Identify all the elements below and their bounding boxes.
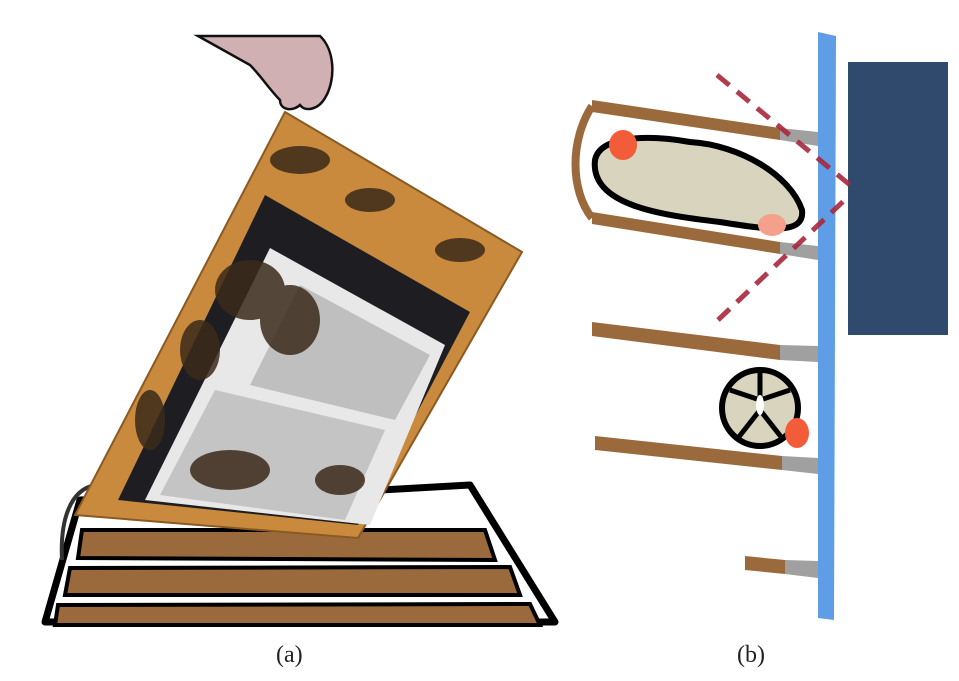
caption-b: (b) (737, 642, 765, 668)
marker-dot (609, 130, 637, 160)
glass-pane (818, 32, 836, 620)
panel-b-diagram (571, 32, 948, 620)
hive-slat (75, 528, 498, 563)
hive-slat (62, 564, 523, 597)
cell-wall (592, 322, 780, 360)
cell-base (571, 103, 596, 221)
larva-icon (719, 367, 801, 449)
caption-a: (a) (276, 642, 303, 668)
marker-dot (785, 418, 809, 448)
cell-wall-lower (592, 212, 780, 254)
panel-a-illustration (41, 34, 559, 627)
cell-wall (595, 436, 782, 470)
hive-frame-photo (73, 110, 524, 540)
hand-icon (193, 34, 334, 111)
cable (59, 483, 96, 561)
pupa (591, 135, 806, 232)
cell-wall (745, 556, 785, 574)
cell-wall-upper (592, 100, 780, 140)
hive-slat (52, 601, 544, 627)
view-line (715, 73, 852, 187)
view-line (716, 193, 852, 322)
navy-block (848, 62, 948, 335)
marker-dot-light (758, 214, 786, 236)
